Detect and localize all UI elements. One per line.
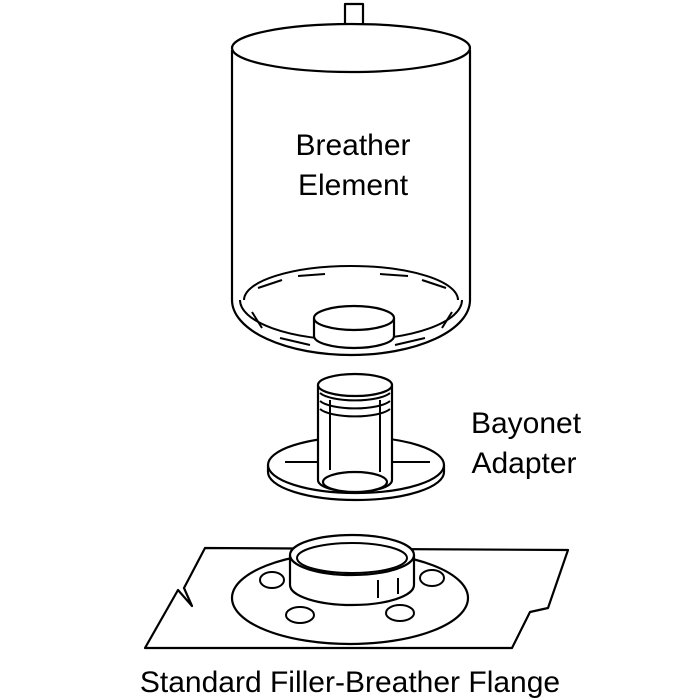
filler-breather-flange — [143, 533, 570, 650]
bayonet-adapter-label-line1: Bayonet — [471, 407, 582, 440]
bayonet-adapter-label-line2: Adapter — [471, 447, 576, 480]
breather-element — [230, 2, 472, 357]
breather-element-label-line2: Element — [298, 169, 409, 202]
bayonet-adapter — [266, 372, 446, 502]
breather-element-label-line1: Breather — [295, 129, 410, 162]
flange-label: Standard Filler-Breather Flange — [140, 666, 560, 699]
